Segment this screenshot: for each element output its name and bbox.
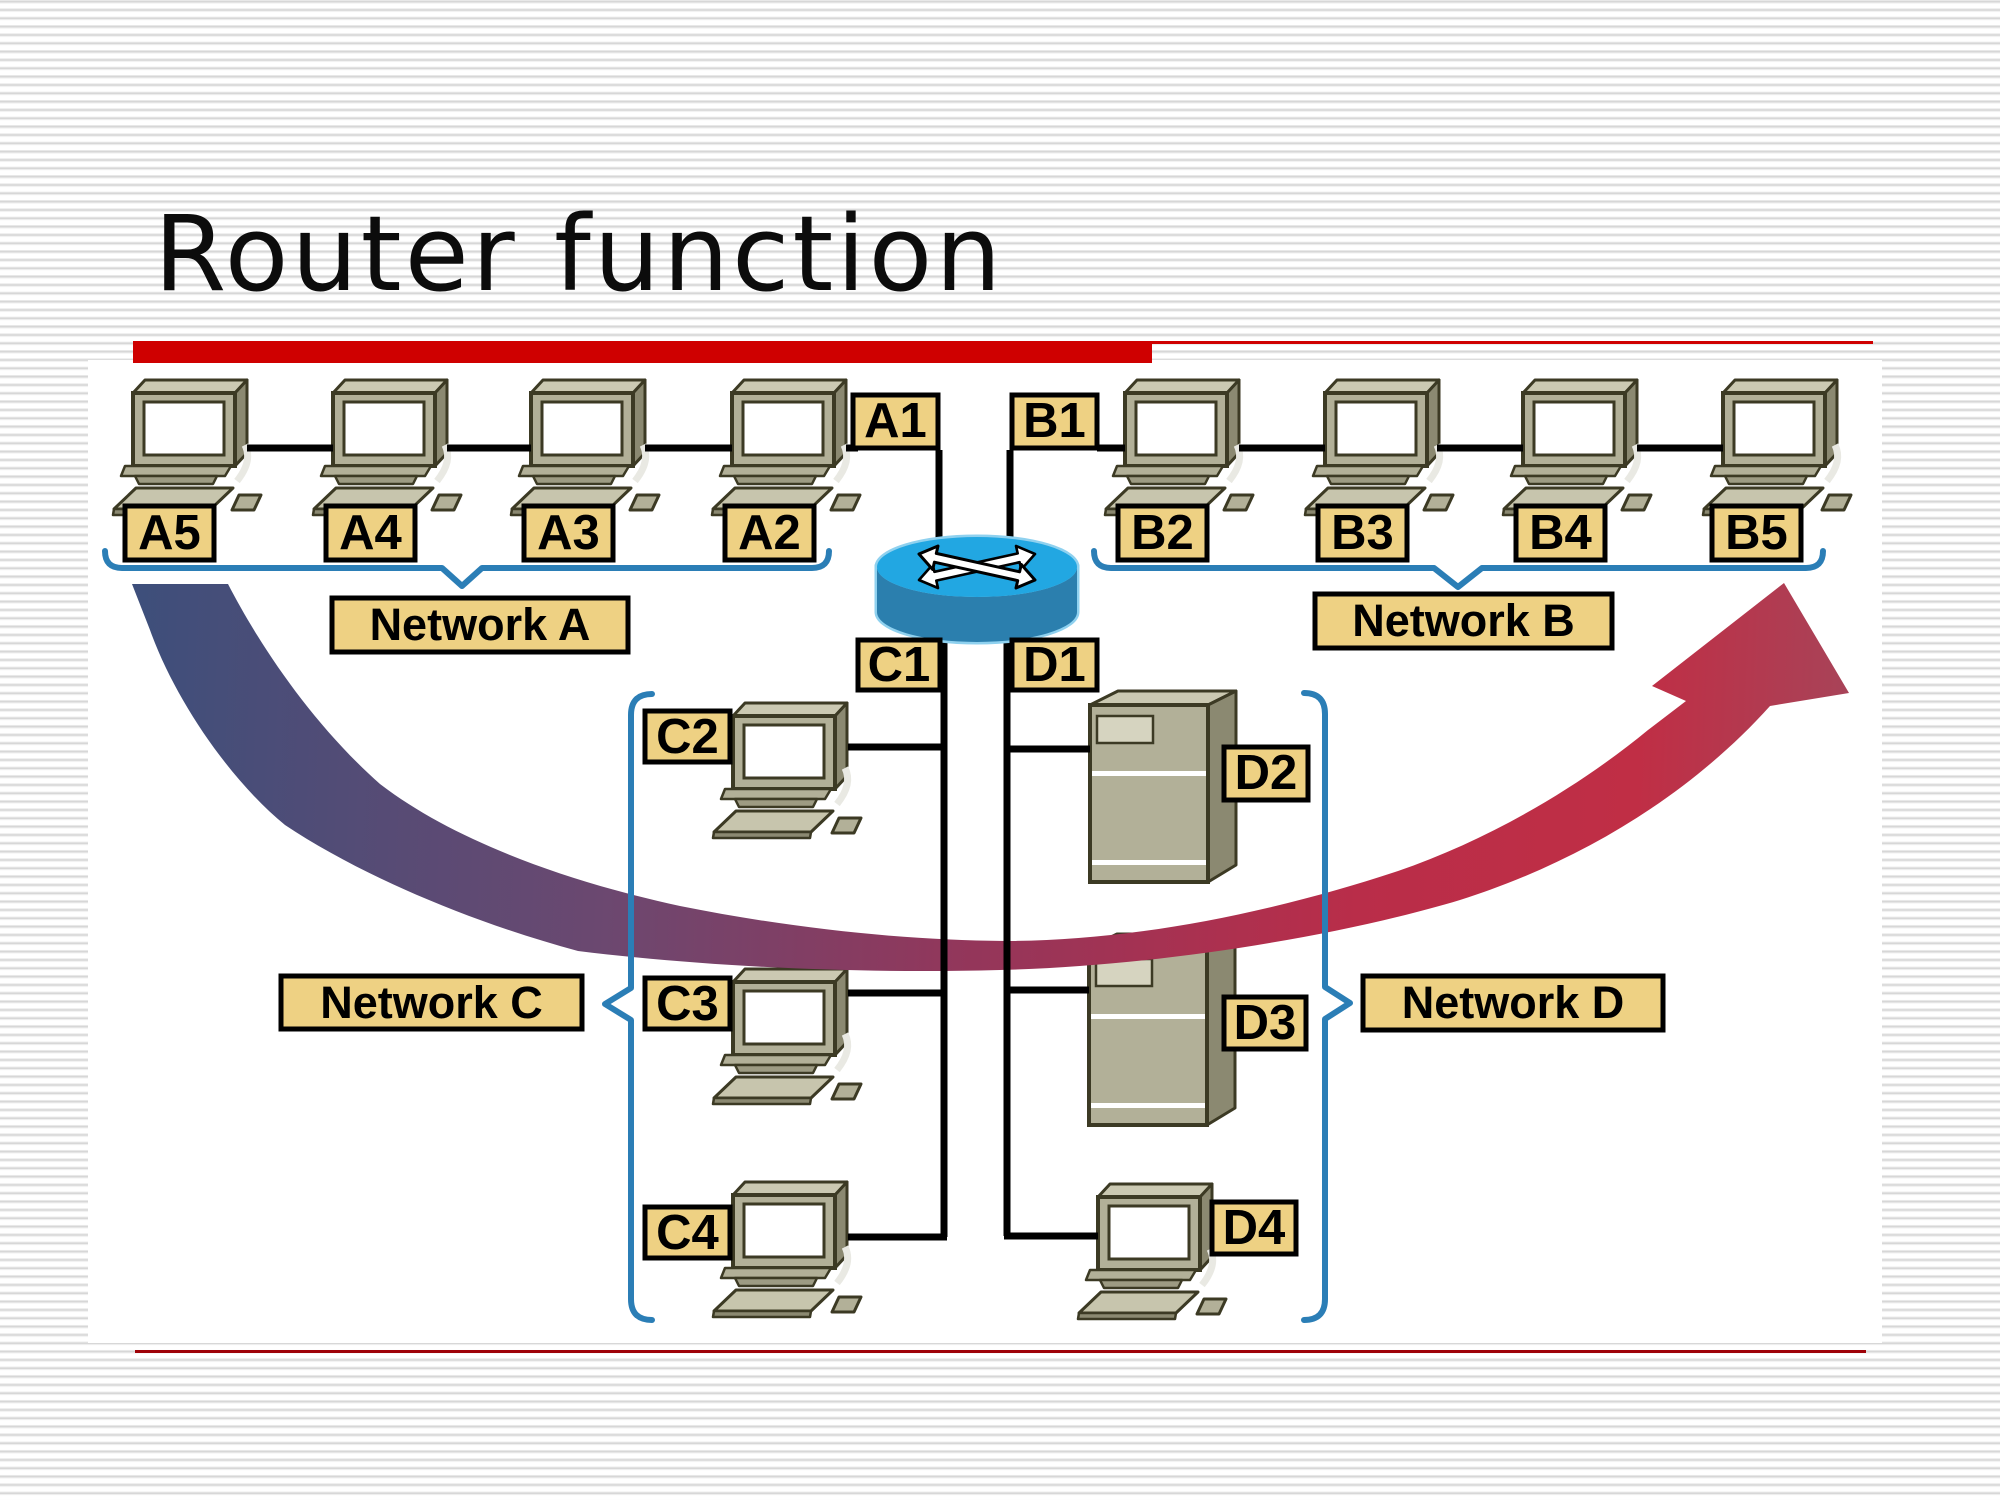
packet-path-arrow xyxy=(132,583,1849,972)
label-box xyxy=(323,503,418,563)
computer-icon-a3 xyxy=(511,380,659,515)
label-box xyxy=(1009,637,1100,693)
network-braces xyxy=(102,548,1826,1323)
label-box xyxy=(1221,994,1309,1052)
label-box xyxy=(642,708,733,765)
label-box xyxy=(278,973,585,1032)
computer-icon-b2 xyxy=(1105,380,1253,515)
label-text: Network B xyxy=(1352,595,1575,646)
label-a5: A5 xyxy=(122,503,217,563)
computer-icon-d4 xyxy=(1078,1184,1226,1319)
label-c4: C4 xyxy=(642,1204,733,1261)
label-box xyxy=(1513,503,1608,563)
label-text: B1 xyxy=(1023,394,1086,448)
label-text: B5 xyxy=(1725,506,1788,560)
brace-network-d xyxy=(1301,690,1353,1323)
label-b3: B3 xyxy=(1315,503,1410,563)
label-a4: A4 xyxy=(323,503,418,563)
label-box xyxy=(1009,392,1100,451)
label-text: A2 xyxy=(738,506,801,560)
label-box xyxy=(722,503,817,563)
label-text: Network C xyxy=(320,977,543,1028)
label-a1: A1 xyxy=(850,392,941,451)
label-box xyxy=(1312,591,1615,651)
computer-icon-b4 xyxy=(1503,380,1651,515)
label-d4: D4 xyxy=(1209,1199,1299,1257)
label-network-b: Network B xyxy=(1312,591,1615,651)
label-box xyxy=(1709,503,1804,563)
label-text: Network A xyxy=(370,599,591,650)
label-text: A1 xyxy=(864,394,927,448)
label-d3: D3 xyxy=(1221,994,1309,1052)
label-d2: D2 xyxy=(1221,744,1311,803)
server-icon-d2 xyxy=(1088,689,1238,884)
label-a3: A3 xyxy=(521,503,616,563)
label-box xyxy=(1315,503,1410,563)
label-text: Network D xyxy=(1402,977,1625,1028)
label-text: C3 xyxy=(656,977,719,1031)
brace-network-c xyxy=(602,691,655,1323)
bottom-rule xyxy=(135,1350,1866,1353)
label-text: C2 xyxy=(656,710,719,764)
computer-icon-c2 xyxy=(713,703,861,838)
computer-icon-b3 xyxy=(1305,380,1453,515)
label-c1: C1 xyxy=(855,637,943,693)
label-text: A5 xyxy=(138,506,201,560)
router-icon xyxy=(877,537,1077,642)
label-box xyxy=(850,392,941,451)
node-labels: A1 B1 C1 D1 A5 A4 A3 A2 xyxy=(122,392,1804,1261)
label-box xyxy=(1209,1199,1299,1257)
slide-title: Router function xyxy=(154,193,1005,315)
label-box xyxy=(1360,973,1666,1033)
computer-icon-c4 xyxy=(713,1182,861,1317)
label-b4: B4 xyxy=(1513,503,1608,563)
bus-lines xyxy=(247,444,1723,1241)
label-box xyxy=(122,503,217,563)
label-text: C4 xyxy=(656,1206,719,1260)
network-name-labels: Network A Network B Network C Network D xyxy=(278,591,1666,1033)
label-text: D3 xyxy=(1234,996,1297,1050)
computer-icon-c3 xyxy=(713,969,861,1104)
label-text: A4 xyxy=(339,506,402,560)
accent-rule-right xyxy=(1152,341,1873,344)
label-b2: B2 xyxy=(1115,503,1210,563)
label-a2: A2 xyxy=(722,503,817,563)
label-box xyxy=(1221,744,1311,803)
label-box xyxy=(1115,503,1210,563)
brace-network-a xyxy=(102,548,832,589)
label-c3: C3 xyxy=(642,975,733,1032)
label-b5: B5 xyxy=(1709,503,1804,563)
label-text: B2 xyxy=(1131,506,1194,560)
label-c2: C2 xyxy=(642,708,733,765)
computer-icon-a4 xyxy=(313,380,461,515)
label-box xyxy=(642,975,733,1032)
label-b1: B1 xyxy=(1009,392,1100,451)
label-text: D2 xyxy=(1235,746,1298,800)
label-text: B3 xyxy=(1331,506,1394,560)
computer-icon-a2 xyxy=(712,380,860,515)
label-network-d: Network D xyxy=(1360,973,1666,1033)
label-text: D1 xyxy=(1023,638,1086,692)
label-box xyxy=(642,1204,733,1261)
label-text: A3 xyxy=(537,506,600,560)
label-box xyxy=(521,503,616,563)
label-d1: D1 xyxy=(1009,637,1100,693)
label-network-a: Network A xyxy=(329,595,631,655)
label-box xyxy=(855,637,943,693)
label-network-c: Network C xyxy=(278,973,585,1032)
computer-icon-b5 xyxy=(1703,380,1851,515)
brace-network-b xyxy=(1091,548,1826,590)
label-text: B4 xyxy=(1529,506,1592,560)
computer-icon-a5 xyxy=(113,380,261,515)
label-text: C1 xyxy=(868,638,931,692)
accent-bar xyxy=(133,341,1152,363)
label-text: D4 xyxy=(1223,1201,1286,1255)
label-box xyxy=(329,595,631,655)
